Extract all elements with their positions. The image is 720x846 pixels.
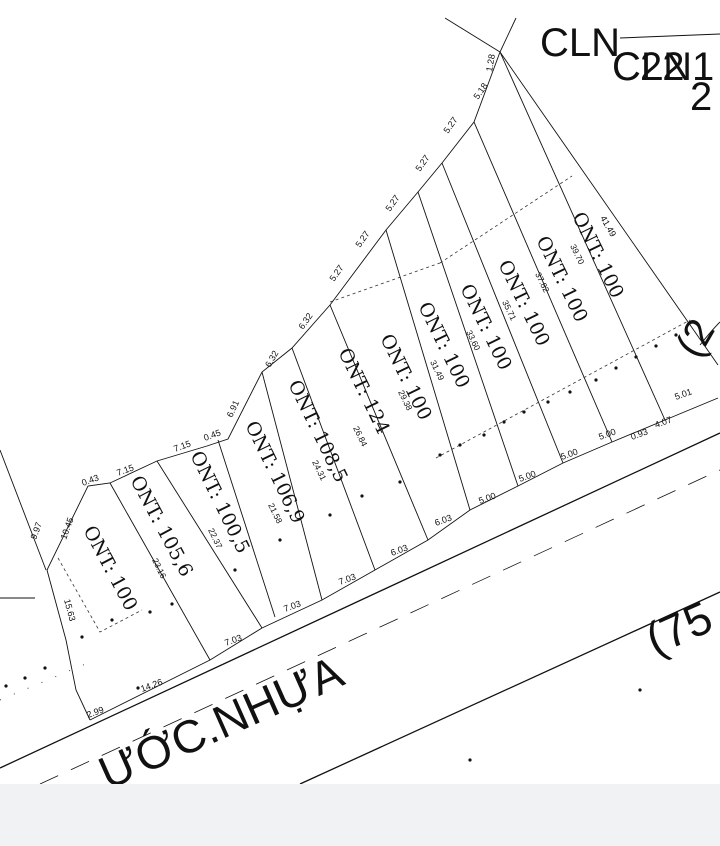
edge-label: 6.03	[433, 512, 453, 527]
edge-label: 0.45	[202, 427, 222, 442]
edge-label: 7.03	[282, 598, 302, 613]
edge-label: 10.45	[58, 516, 75, 541]
edge-label: 7.03	[337, 571, 357, 586]
dot-markers	[4, 321, 698, 762]
edge-label: 0.93	[629, 426, 649, 441]
setback-lines	[57, 175, 691, 633]
depth-label: 23.16	[150, 556, 168, 580]
edge-label: 14.26	[139, 677, 164, 694]
edge-label: 5.00	[597, 426, 617, 441]
lot-label: ONT: 100	[79, 522, 142, 614]
edge-label: 1.28	[484, 53, 497, 72]
edge-label: 6.03	[389, 542, 409, 557]
edge-label: 5.00	[559, 446, 579, 461]
corner-code-cln: CLN	[540, 21, 620, 65]
road-name: ƯỚC.NHỰA	[91, 645, 351, 799]
corner-code-22: 22	[640, 45, 685, 89]
road-code: (75	[638, 591, 720, 666]
edge-label: 6.91	[225, 399, 241, 419]
lot-boundaries	[0, 17, 720, 721]
top-edge-labels: 0.43 7.15 7.15 0.45 6.91 6.32 6.32 5.27 …	[80, 53, 497, 488]
edge-label: 6.32	[296, 311, 314, 331]
edge-label: 5.27	[441, 115, 459, 135]
screenshot-footer	[0, 784, 720, 846]
corner-code-2: 2	[690, 75, 712, 119]
lot-label: ONT: 100	[456, 281, 517, 374]
edge-label: 5.27	[383, 193, 401, 213]
edge-label: 5.27	[353, 229, 371, 249]
edge-label: 5.01	[673, 386, 693, 401]
depth-label: 26.84	[351, 424, 369, 448]
corner-code-cln1: CLN1	[612, 45, 714, 89]
road-edges	[0, 432, 720, 785]
edge-label: 5.18	[471, 81, 489, 101]
edge-label: 4.07	[653, 414, 673, 429]
edge-label: 5.27	[413, 153, 431, 173]
edge-label: 9.97	[28, 521, 43, 541]
edge-label: 15.63	[62, 598, 77, 622]
lot-labels: ONT: 100 ONT: 105,6 ONT: 100,5 ONT: 106,…	[79, 209, 628, 615]
edge-label: 5.00	[477, 490, 497, 505]
edge-label: 5.27	[327, 263, 345, 283]
